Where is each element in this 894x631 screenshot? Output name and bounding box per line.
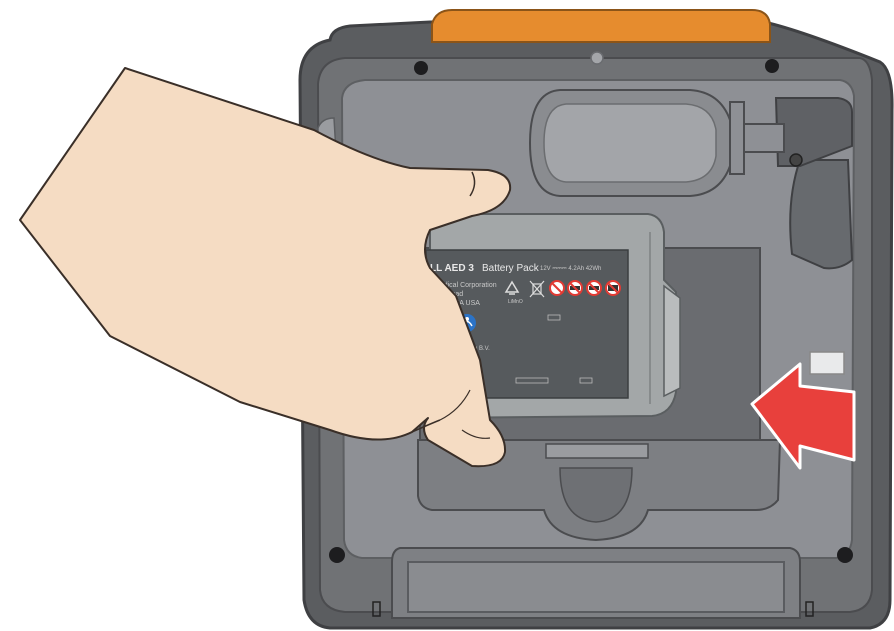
side-indicator: [810, 352, 844, 374]
screw-top-left: [414, 61, 428, 75]
screw-top-right: [765, 59, 779, 73]
battery-chemistry: LiMnO: [508, 299, 523, 305]
battery-specs: 12V ⎓⎓⎓ 4.2Ah 42Wh: [540, 266, 601, 272]
top-hole: [591, 52, 603, 64]
battery-brand: LL AED 3: [430, 263, 474, 274]
device-bottom-slot: [408, 562, 784, 612]
orange-handle: [432, 10, 770, 42]
no-open-icon: [606, 281, 620, 295]
pad-connector-bar: [744, 124, 784, 152]
battery-product: Battery Pack: [482, 263, 540, 274]
right-side-latch: [790, 160, 852, 268]
pad-compartment-inner: [544, 104, 716, 182]
pad-connector: [730, 102, 744, 174]
bay-latch-clip: [546, 444, 648, 458]
no-crush-icon: [568, 281, 582, 295]
no-water-icon: [587, 281, 601, 295]
no-fire-icon: [550, 281, 564, 295]
screw-bottom-left: [329, 547, 345, 563]
screw-bottom-right: [837, 547, 853, 563]
hinge-screw: [790, 154, 802, 166]
battery-side-tab: [664, 286, 680, 396]
